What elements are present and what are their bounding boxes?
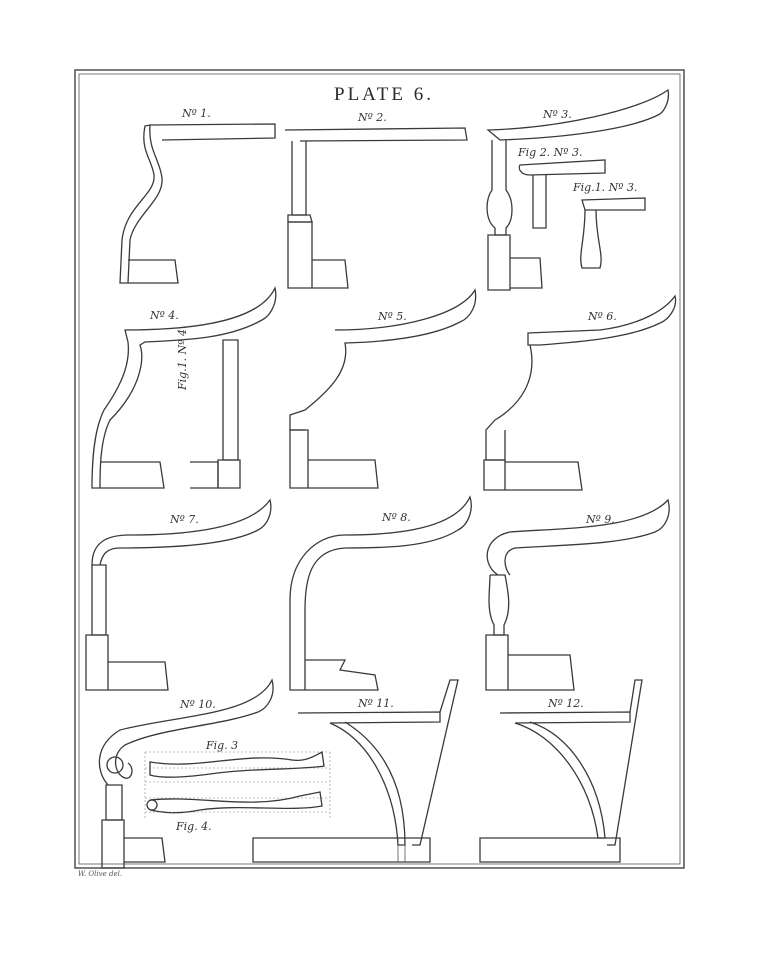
label-no-6: Nº 6. xyxy=(588,310,617,323)
label-fig1-no-4: Fig.1. Nº 4. xyxy=(176,325,189,390)
label-no-11: Nº 11. xyxy=(358,697,394,710)
arm-figure-7 xyxy=(85,498,272,691)
arm-figure-10 xyxy=(98,678,274,869)
engraver-credit: W. Olive del. xyxy=(78,870,123,878)
arm-figure-4 xyxy=(91,286,277,489)
label-no-12: Nº 12. xyxy=(548,697,584,710)
arm-figure-6 xyxy=(483,294,677,491)
plate-inner-border xyxy=(78,73,681,865)
plate-title: PLATE 6. xyxy=(334,84,434,105)
label-fig-3: Fig. 3 xyxy=(206,739,239,752)
label-fig-4: Fig. 4. xyxy=(176,820,212,833)
label-no-5: Nº 5. xyxy=(378,310,407,323)
arm-figure-11 xyxy=(252,679,459,863)
label-no-8: Nº 8. xyxy=(382,511,411,524)
plate-border xyxy=(74,69,685,869)
label-no-9: Nº 9. xyxy=(586,513,615,526)
arm-figure-12 xyxy=(479,679,643,863)
arm-figure-8 xyxy=(289,495,472,691)
arm-figure-9 xyxy=(485,498,670,691)
label-no-2: Nº 2. xyxy=(358,111,387,124)
label-no-3: Nº 3. xyxy=(543,108,572,121)
label-fig1-no-3: Fig.1. Nº 3. xyxy=(573,181,638,194)
label-fig2-no-3: Fig 2. Nº 3. xyxy=(518,146,583,159)
arm-figure-5 xyxy=(289,288,477,489)
label-no-4: Nº 4. xyxy=(150,309,179,322)
label-no-7: Nº 7. xyxy=(170,513,199,526)
arm-figure-3 xyxy=(486,88,670,291)
fig3-fig4-profiles xyxy=(144,750,331,818)
arm-figure-1 xyxy=(119,123,276,284)
label-no-1: Nº 1. xyxy=(182,107,211,120)
label-no-10: Nº 10. xyxy=(180,698,216,711)
arm-figure-2 xyxy=(284,127,468,289)
